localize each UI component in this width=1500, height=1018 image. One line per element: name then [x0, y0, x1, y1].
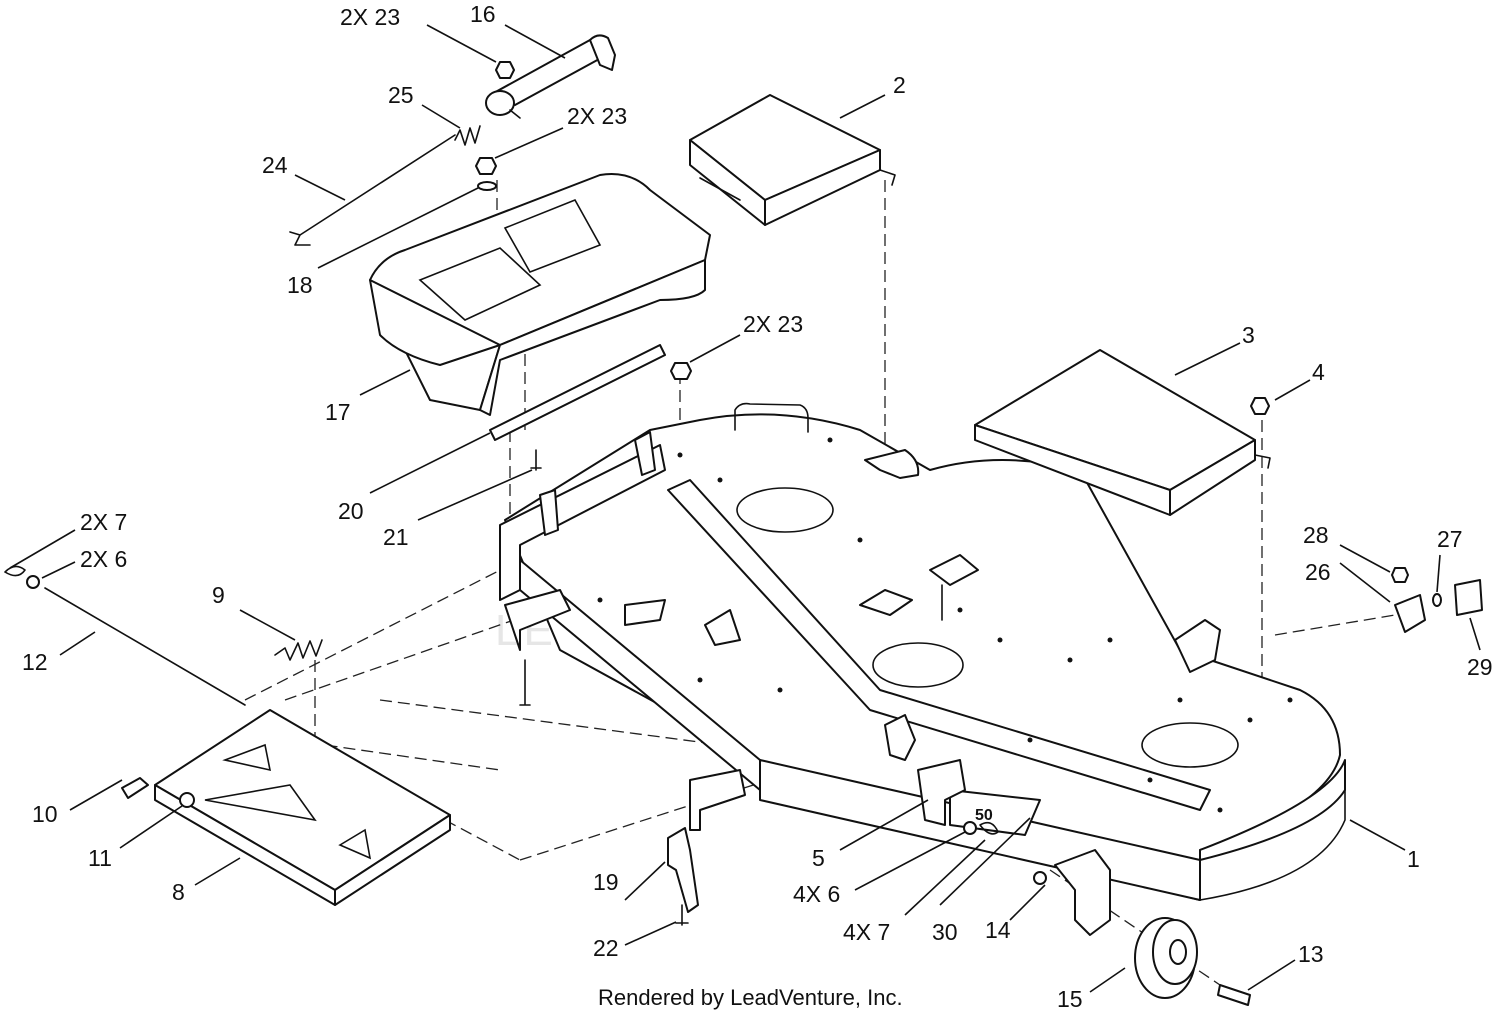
callout-2x23-mid: 2X 23 — [567, 103, 627, 129]
belt-cover-left — [689, 94, 896, 226]
callout-11: 11 — [88, 845, 112, 871]
callout-4x6: 4X 6 — [793, 881, 840, 907]
extension-spring — [274, 639, 323, 661]
callout-30: 30 — [932, 919, 958, 945]
callout-3: 3 — [1242, 322, 1255, 348]
hitch-frame — [499, 431, 966, 831]
callout-9: 9 — [212, 582, 225, 608]
callout-13: 13 — [1298, 941, 1324, 967]
svg-text:50: 50 — [975, 807, 993, 824]
callout-14: 14 — [985, 917, 1011, 943]
callout-21: 21 — [383, 524, 409, 550]
grease-fitting-assembly — [1391, 567, 1483, 633]
callout-15: 15 — [1057, 986, 1083, 1012]
callout-26: 26 — [1305, 559, 1331, 585]
spring-small — [454, 125, 481, 146]
callout-19: 19 — [593, 869, 619, 895]
callout-29: 29 — [1467, 654, 1493, 680]
callout-2: 2 — [893, 72, 906, 98]
callout-1: 1 — [1407, 846, 1420, 872]
render-credit: Rendered by LeadVenture, Inc. — [598, 985, 903, 1010]
callout-2x6: 2X 6 — [80, 546, 127, 572]
lever-bracket — [485, 34, 616, 119]
callout-2x23-deck: 2X 23 — [743, 311, 803, 337]
hitch-plate — [121, 709, 451, 906]
callout-28: 28 — [1303, 522, 1329, 548]
callout-8: 8 — [172, 879, 185, 905]
callout-27: 27 — [1437, 526, 1463, 552]
callout-10: 10 — [32, 801, 58, 827]
callout-17: 17 — [325, 399, 351, 425]
callout-labels: 1 2 3 4 5 4X 6 4X 7 8 9 10 11 12 13 14 1… — [22, 1, 1493, 1012]
callout-4x7: 4X 7 — [843, 919, 890, 945]
callout-16: 16 — [470, 1, 496, 27]
callout-5: 5 — [812, 845, 825, 871]
wheel-assembly — [1054, 849, 1251, 1006]
callout-12: 12 — [22, 649, 48, 675]
callout-2x23-top: 2X 23 — [340, 4, 400, 30]
hardware — [475, 61, 1270, 885]
callout-2x7: 2X 7 — [80, 509, 127, 535]
callout-18: 18 — [287, 272, 313, 298]
belt-cover-right — [974, 349, 1271, 516]
callout-4: 4 — [1312, 359, 1325, 385]
callout-25: 25 — [388, 82, 414, 108]
mounting-plate — [489, 344, 666, 441]
lift-rod — [289, 134, 456, 246]
callout-22: 22 — [593, 935, 619, 961]
pivot-rod — [4, 565, 246, 706]
callout-24: 24 — [262, 152, 288, 178]
leader-lines — [9, 24, 1481, 993]
callout-20: 20 — [338, 498, 364, 524]
discharge-shield — [369, 173, 711, 416]
gauge-bracket — [667, 827, 699, 926]
